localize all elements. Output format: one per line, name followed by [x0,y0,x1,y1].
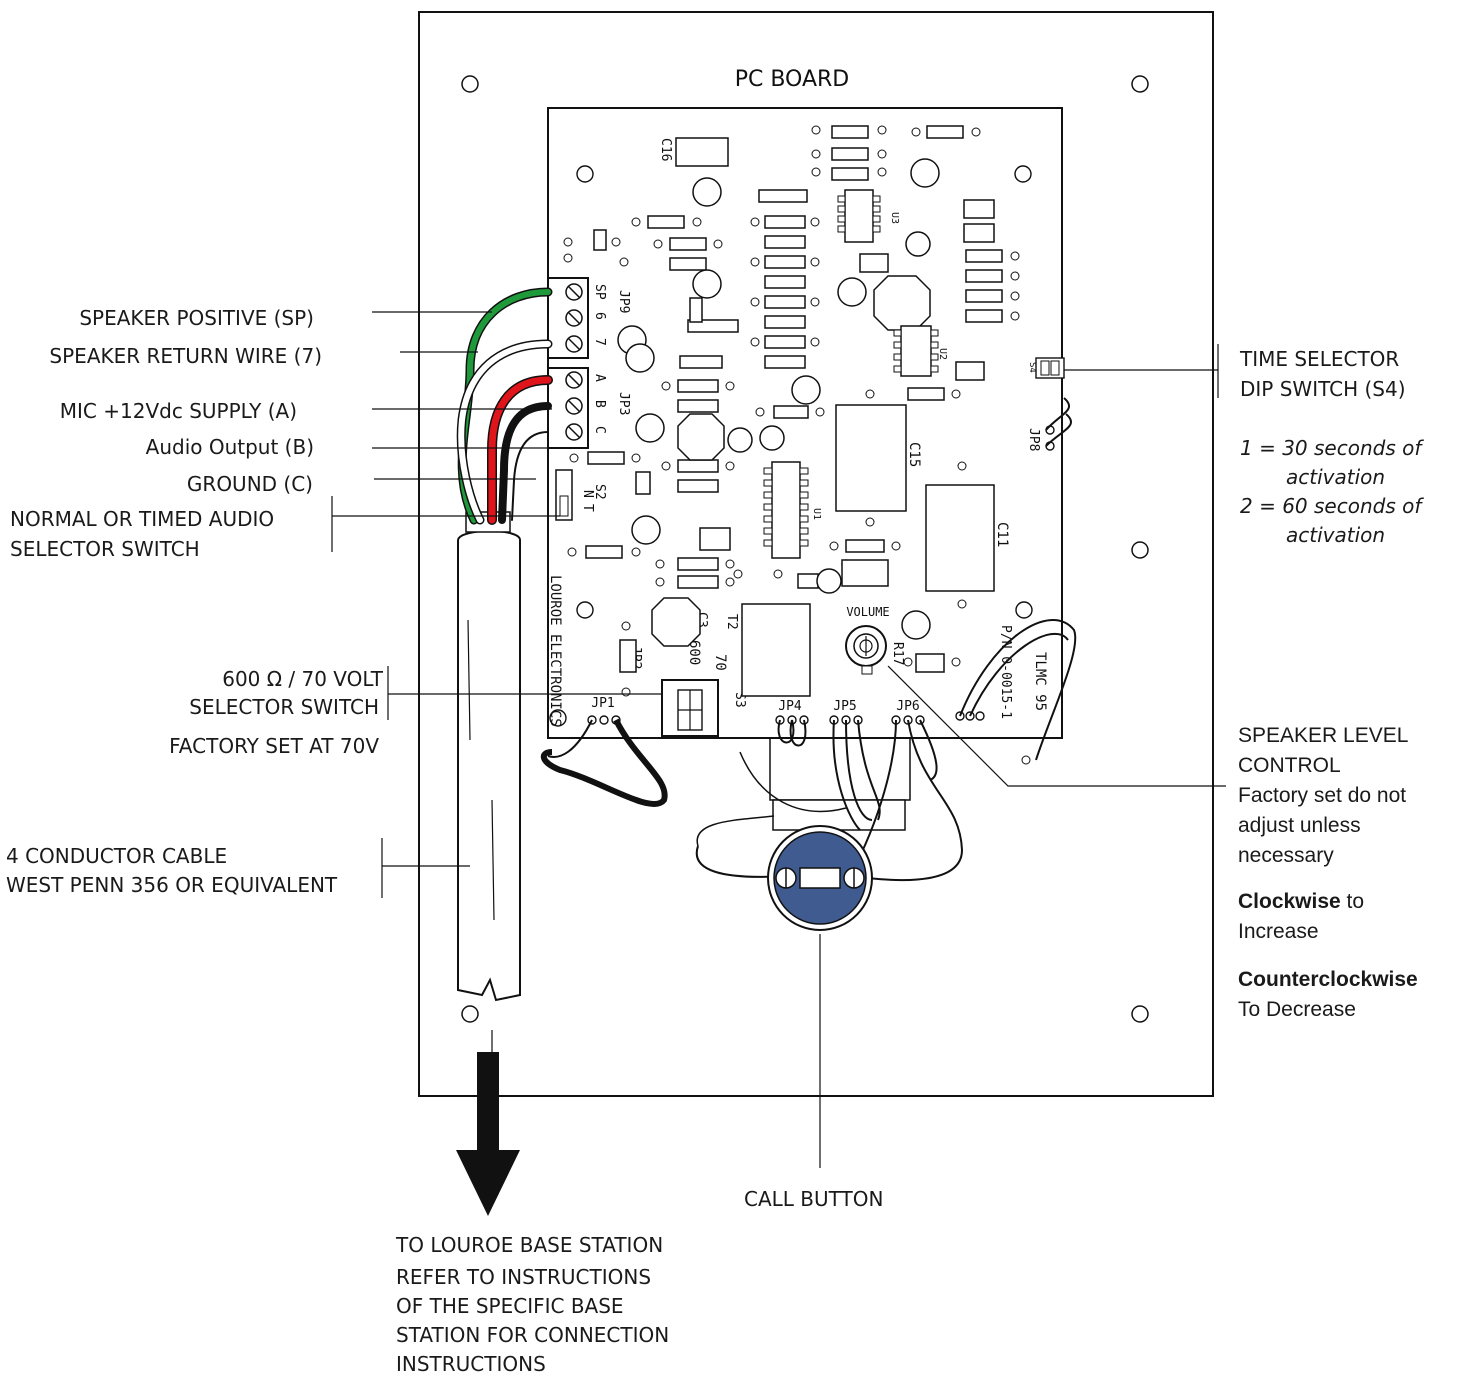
label-refer-2: OF THE SPECIFIC BASE [396,1294,624,1318]
label-increase: Increase [1238,920,1319,943]
label-speaker-level-4: adjust unless [1238,814,1361,837]
four-conductor-cable [457,511,521,1002]
jp1-label: JP1 [591,696,614,711]
label-normal-timed-2: SELECTOR SWITCH [10,537,200,561]
round-components [617,158,940,640]
label-audio-output: Audio Output (B) [145,435,314,459]
label-base-station: TO LOUROE BASE STATION [396,1233,664,1257]
jp6-label: JP6 [896,699,919,714]
mounting-holes [461,75,1149,1023]
label-speaker-level-2: CONTROL [1238,754,1341,777]
label-70: 70 [712,654,728,671]
label-clockwise-bold: Clockwise [1238,890,1341,913]
button-bracket [696,738,911,847]
black-wire [498,402,552,524]
jp8-label: JP8 [1026,428,1041,451]
label-option-1b: activation [1286,465,1386,489]
resistor-array [585,125,1003,673]
label-mic-supply: MIC +12Vdc SUPPLY (A) [59,399,297,423]
label-600: 600 [686,640,702,665]
c15-label: C15 [906,442,922,467]
label-time-selector-1: TIME SELECTOR [1240,347,1400,371]
label-600-70-1: 600 Ω / 70 VOLT [222,667,383,691]
label-option-1a: 1 = 30 seconds of [1240,436,1422,460]
jp3-label: JP3 [616,392,631,415]
t2-label: T2 [724,614,739,630]
jp4-label: JP4 [778,699,802,714]
terminal-7-label: 7 [592,338,607,346]
label-clockwise-rest: to [1340,890,1365,913]
label-option-2b: activation [1286,523,1386,547]
s4-dip-switch [1035,357,1065,379]
label-refer-4: INSTRUCTIONS [396,1352,546,1376]
label-factory-70v: FACTORY SET AT 70V [169,734,379,758]
c16-label: C16 [658,138,673,161]
terminal-a-label: A [592,374,607,382]
leader-lines [331,311,1226,1168]
label-refer-3: STATION FOR CONNECTION [396,1323,670,1347]
conductor-wires [456,287,553,525]
label-ground: GROUND (C) [186,472,313,496]
label-cable-2: WEST PENN 356 OR EQUIVALENT [6,873,338,897]
terminal-c-label: C [592,426,607,434]
s2-switch [555,469,573,521]
jp1-white-wire [547,719,593,758]
jp5-label: JP5 [833,699,856,714]
label-clockwise: Clockwise to [1238,888,1364,915]
large-capacitors [651,275,995,697]
label-normal-timed-1: NORMAL OR TIMED AUDIO [10,507,275,531]
label-speaker-positive: SPEAKER POSITIVE (SP) [79,306,314,330]
terminal-block [547,277,589,449]
terminal-b-label: B [592,400,607,408]
r17-label: R17 [890,642,905,665]
label-counterclockwise-bold: Counterclockwise [1238,968,1418,991]
s4-label: S4 [1027,362,1037,373]
board-holes [549,165,1033,727]
label-option-2a: 2 = 60 seconds of [1240,494,1422,518]
u1-label: U1 [811,508,822,520]
jumper-wires [777,397,1077,761]
label-refer-1: REFER TO INSTRUCTIONS [396,1265,652,1289]
c11-label: C11 [994,522,1010,547]
label-counterclockwise: Counterclockwise [1238,966,1418,993]
terminal-sp-label: SP [592,284,607,300]
label-time-selector-2: DIP SWITCH (S4) [1240,377,1406,401]
s3-dip-switch [661,679,719,737]
label-speaker-level-3: Factory set do not [1238,784,1407,807]
jp1-black-wire [540,718,668,808]
tlmc-label: TLMC 95 [1032,652,1048,711]
u3-label: U3 [889,212,900,224]
s2-t-label: T [580,504,595,512]
label-speaker-return: SPEAKER RETURN WIRE (7) [49,344,322,368]
volume-label: VOLUME [846,605,889,619]
terminal-6-label: 6 [592,312,607,320]
call-button-wires [695,719,964,882]
down-arrow [456,1052,520,1216]
jp9-label: JP9 [616,290,631,313]
label-cable-1: 4 CONDUCTOR CABLE [6,844,228,868]
label-600-70-2: SELECTOR SWITCH [189,695,379,719]
pc-board-title: PC BOARD [735,67,850,92]
u2-label: U2 [937,348,948,360]
s2-n-label: N [580,490,595,498]
ic-pins [763,195,939,547]
label-speaker-level-1: SPEAKER LEVEL [1238,724,1409,747]
louroe-electronics-label: LOUROE ELECTRONICS [547,575,563,727]
label-speaker-level-5: necessary [1238,844,1334,867]
s2-label: S2 [592,484,607,500]
label-decrease: To Decrease [1238,998,1356,1021]
call-button [767,825,873,931]
label-call-button: CALL BUTTON [744,1187,884,1211]
via-holes [563,125,1031,765]
volume-potentiometer [845,625,887,675]
